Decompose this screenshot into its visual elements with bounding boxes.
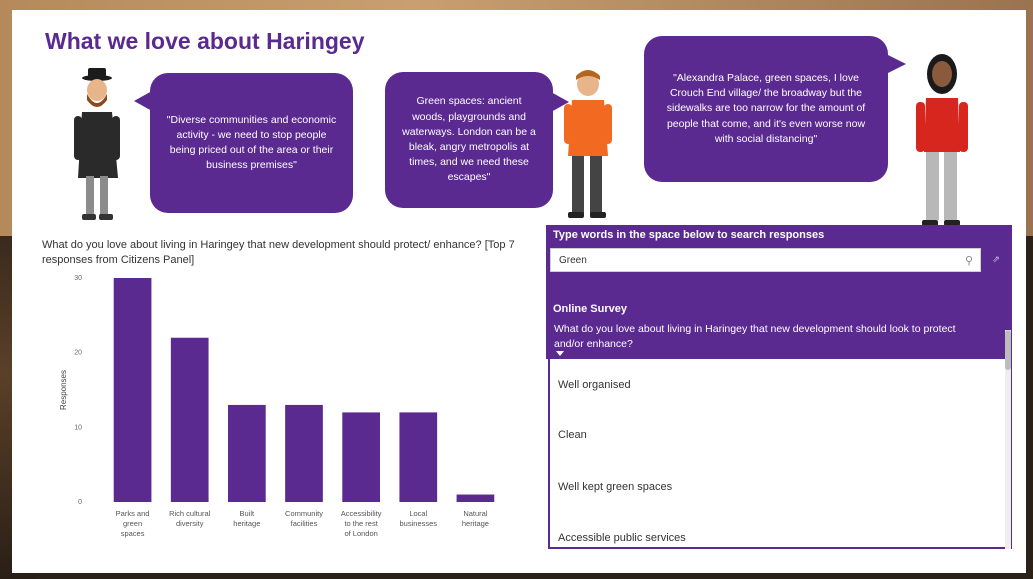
search-heading: Type words in the space below to search … bbox=[553, 229, 825, 241]
scroll-thumb[interactable] bbox=[1005, 330, 1011, 370]
page-title: What we love about Haringey bbox=[45, 28, 365, 54]
y-tick-label: 0 bbox=[78, 499, 82, 506]
person-illustration-red-top bbox=[916, 54, 968, 226]
bar[interactable] bbox=[342, 412, 380, 502]
quote-bubble-green-spaces: Green spaces: ancient woods, playgrounds… bbox=[385, 72, 569, 208]
y-tick-label: 20 bbox=[74, 350, 82, 357]
quote-text: "Diverse communities and economic activi… bbox=[166, 113, 337, 172]
response-list[interactable]: Well organised Clean Well kept green spa… bbox=[548, 359, 1012, 549]
quote-bubble-alexandra-palace: "Alexandra Palace, green spaces, I love … bbox=[644, 36, 906, 182]
list-item: Clean bbox=[558, 429, 587, 441]
search-box: ⚲ bbox=[550, 248, 981, 272]
bar[interactable] bbox=[228, 404, 266, 502]
caret-down-icon[interactable] bbox=[556, 351, 564, 356]
bar[interactable] bbox=[170, 337, 209, 502]
y-tick-label: 10 bbox=[74, 424, 82, 431]
quote-text: "Alexandra Palace, green spaces, I love … bbox=[666, 71, 866, 145]
search-panel: Type words in the space below to search … bbox=[546, 225, 1012, 359]
list-item: Well organised bbox=[558, 379, 631, 391]
bar[interactable] bbox=[399, 412, 438, 502]
list-item: Well kept green spaces bbox=[558, 481, 673, 493]
bar[interactable] bbox=[285, 404, 323, 502]
chart-title: What do you love about living in Haringe… bbox=[42, 239, 515, 266]
y-tick-label: 30 bbox=[74, 275, 82, 282]
bar[interactable] bbox=[113, 278, 152, 502]
bar[interactable] bbox=[456, 494, 495, 502]
search-icon[interactable]: ⚲ bbox=[964, 254, 974, 267]
survey-question: What do you love about living in Haringe… bbox=[554, 323, 956, 350]
expand-icon[interactable]: ⇗ bbox=[992, 254, 1000, 264]
person-illustration-orange-shirt bbox=[564, 70, 612, 218]
response-scrollbar[interactable] bbox=[1005, 330, 1011, 549]
person-illustration-hat bbox=[74, 68, 120, 220]
quote-bubble-diverse-communities: "Diverse communities and economic activi… bbox=[134, 73, 353, 213]
search-input[interactable] bbox=[551, 254, 958, 266]
list-item: Accessible public services bbox=[558, 532, 686, 544]
quote-text: Green spaces: ancient woods, playgrounds… bbox=[402, 95, 536, 184]
y-axis-label: Responses bbox=[59, 370, 68, 410]
survey-heading: Online Survey bbox=[553, 303, 627, 315]
